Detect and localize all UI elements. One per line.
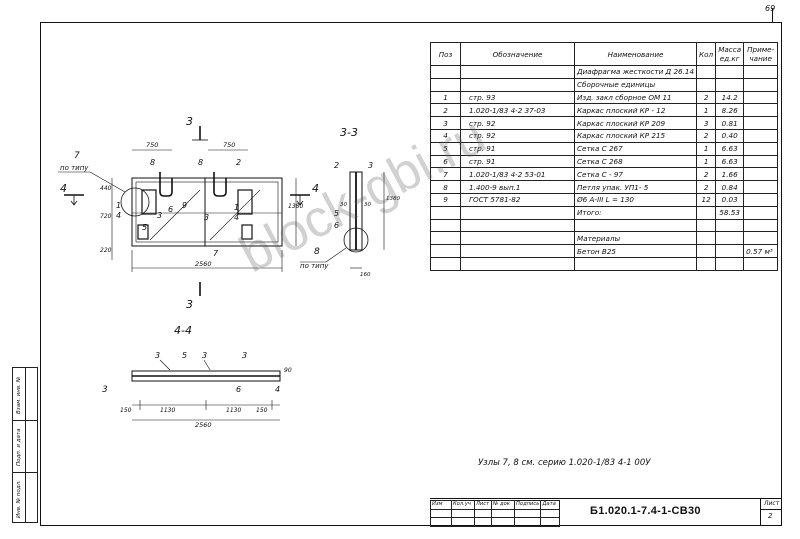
dim-left-2: 720 (100, 213, 112, 220)
pos-label: 8 (198, 158, 203, 167)
section-3-3-title: 3-3 (340, 126, 358, 139)
callout-8: 8 (314, 247, 320, 257)
pos-label: 1 (234, 203, 239, 212)
pos-label: 1 (116, 201, 121, 210)
stamp-header: Подпись (513, 500, 542, 510)
dim-top-right: 750 (223, 141, 235, 149)
main-view-outline (131, 177, 283, 247)
stamp-header: № док (491, 500, 515, 510)
pos-label: 2 (236, 158, 241, 167)
callout-8-note: по типу (300, 262, 329, 270)
dim-33: 30 (364, 202, 371, 208)
pos-label: 7 (213, 249, 219, 258)
spec-header-cell: Приме-чание (743, 42, 779, 66)
sheet-box-line (760, 509, 782, 510)
pos-label: 3 (368, 161, 373, 170)
pos-label: 5 (182, 351, 187, 360)
dim-44: 150 (120, 407, 132, 414)
section-4-4-title: 4-4 (174, 324, 192, 337)
drawing-frame (40, 22, 782, 526)
spec-header-cell: Обозначение (460, 42, 575, 66)
pos-label: 3 (157, 211, 162, 220)
pos-label: 5 (142, 223, 147, 232)
dim-44: 150 (256, 407, 268, 414)
pos-label: 3 (204, 213, 209, 222)
dim-top-left: 750 (146, 141, 158, 149)
spec-header-cell: Кол (696, 42, 717, 66)
dim-left-1: 440 (100, 185, 112, 192)
pos-label: 4 (116, 211, 121, 220)
sheet-label: Лист (764, 500, 780, 507)
pos-label: 3 (202, 351, 207, 360)
table-row (430, 256, 779, 271)
general-note: Узлы 7, 8 см. серию 1.020-1/83 4-1 00У (478, 458, 651, 468)
spec-header-cell: Поз (430, 42, 461, 66)
title-block-divider (760, 498, 761, 526)
table-cell (696, 256, 717, 271)
pos-label: 8 (150, 158, 155, 167)
spec-header-cell: Масса ед.кг (715, 42, 745, 66)
document-code: Б1.020.1-7.4-1-СВ30 (590, 505, 701, 517)
pos-label: 4 (275, 385, 280, 394)
pos-label: 6 (168, 205, 173, 214)
pos-label: 6 (334, 221, 339, 230)
pos-label: 3 (102, 385, 108, 395)
section-mark-3-bottom: 3 (186, 298, 193, 311)
section-mark-4-left: 4 (60, 182, 67, 195)
dim-bottom: 2560 (195, 260, 212, 268)
pos-label: 3 (242, 351, 247, 360)
pos-label: 3 (155, 351, 160, 360)
dim-left-3: 220 (100, 247, 112, 254)
dim-44: 1130 (160, 407, 175, 414)
dim-44: 90 (284, 367, 292, 374)
pos-label: 6 (236, 385, 241, 394)
dim-44-total: 2560 (195, 421, 212, 429)
table-row: Итого:58.53 (430, 205, 779, 220)
stamp-header: Лист (474, 500, 492, 510)
callout-7-note: по типу (60, 164, 89, 172)
stamp-header: Дата (540, 500, 561, 510)
pos-label: 9 (182, 201, 187, 210)
pos-label: 2 (334, 161, 339, 170)
side-stamp: Инв. № подл. Подп. и дата Взам. инв. № (12, 367, 38, 523)
section-mark-3-top: 3 (186, 115, 193, 128)
stamp-header: Изм (430, 500, 452, 510)
pos-label: 4 (234, 213, 239, 222)
pos-label: 5 (334, 209, 339, 218)
dim-right: 1380 (288, 203, 303, 210)
spec-header-cell: Наименование (573, 42, 698, 66)
section-mark-4-right: 4 (312, 182, 319, 195)
table-cell: 2 (696, 128, 717, 143)
sheet-number: 69 (765, 4, 776, 13)
dim-33: 1380 (386, 196, 400, 202)
title-block-top-line (430, 498, 782, 499)
table-row: Диафрагма жесткости Д 26.14 (430, 65, 779, 79)
dim-44: 1130 (226, 407, 241, 414)
title-block-grid: Изм Кол.уч Лист № док Подпись Дата (430, 500, 561, 527)
dim-33: 160 (360, 272, 371, 278)
stamp-header: Кол.уч (451, 500, 475, 510)
sheet-value: 2 (768, 512, 773, 520)
table-cell (743, 256, 779, 271)
sheet-number-tick (772, 8, 773, 22)
dim-33: 30 (340, 202, 347, 208)
callout-7: 7 (74, 151, 80, 161)
